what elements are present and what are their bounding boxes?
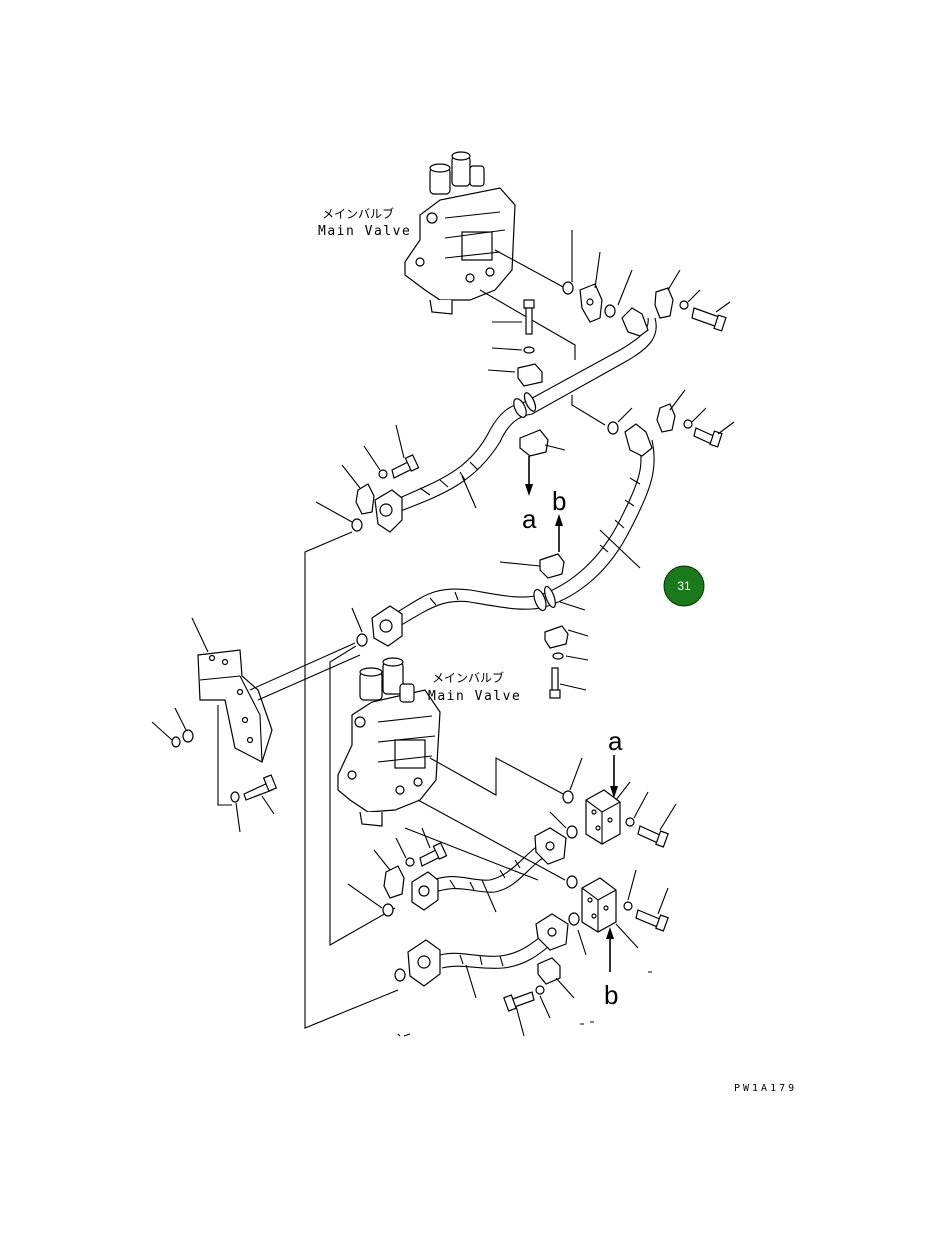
port-parts-bottom-left-1 bbox=[382, 842, 448, 917]
valve-label-en-bottom: Main Valve bbox=[428, 689, 521, 704]
ref-letter-b-lower: b bbox=[604, 980, 618, 1010]
pipe-upper bbox=[374, 307, 657, 533]
ref-letter-a-upper: a bbox=[522, 504, 537, 534]
valve-label-jp-top: メインバルブ bbox=[322, 206, 394, 221]
valve-label-jp-bottom: メインバルブ bbox=[432, 670, 504, 685]
drawing-code: PW1A179 bbox=[734, 1083, 797, 1094]
port-block-b bbox=[566, 875, 669, 933]
callout-badge-circle bbox=[663, 565, 705, 607]
ref-letter-a-lower: a bbox=[608, 726, 623, 756]
port-parts-upper-left bbox=[351, 454, 420, 532]
ref-letter-b-upper: b bbox=[552, 486, 566, 516]
bolt-stack-middle bbox=[539, 553, 569, 699]
main-valve-bottom bbox=[337, 657, 441, 827]
callout-badge-number: 31 bbox=[677, 579, 691, 593]
pipe-lower-large bbox=[356, 423, 655, 647]
port-parts-upper-row-1 bbox=[562, 281, 727, 332]
port-parts-upper-row-2 bbox=[607, 403, 723, 448]
pipe-bottom-2 bbox=[407, 913, 569, 987]
valve-label-en-top: Main Valve bbox=[318, 224, 411, 239]
bolt-stack-upper bbox=[517, 299, 543, 387]
pipe-bottom-1 bbox=[411, 827, 567, 911]
main-valve-top bbox=[404, 151, 516, 315]
clamp-upper-lower-half bbox=[519, 429, 566, 496]
port-block-a bbox=[562, 789, 669, 848]
bolt-stack-bottom bbox=[394, 957, 561, 1012]
callout-badge-31[interactable]: 31 bbox=[663, 565, 705, 607]
port-parts-left bbox=[171, 729, 278, 803]
manifold-block-left bbox=[197, 649, 273, 763]
